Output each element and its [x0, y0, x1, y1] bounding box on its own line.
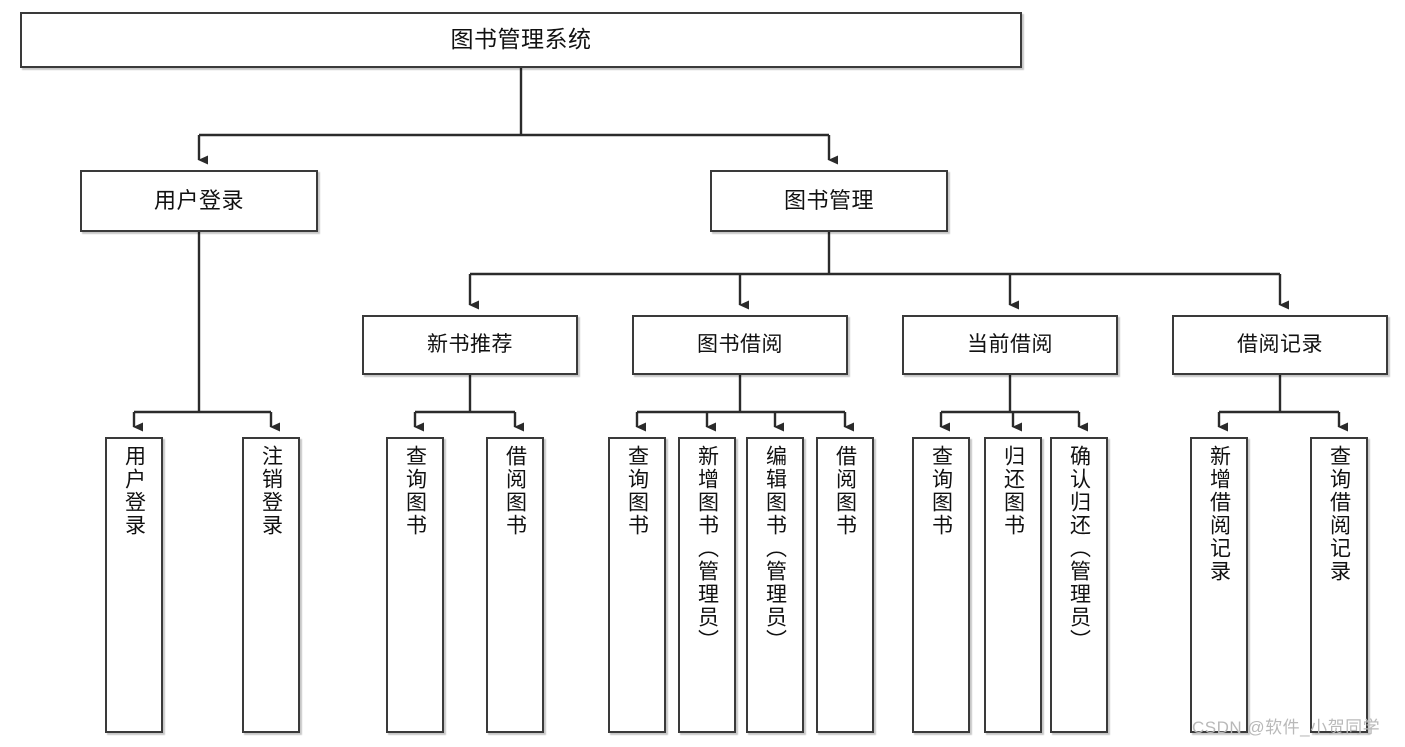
node-label: 查询借阅记录	[1327, 445, 1351, 583]
node-label: 借阅图书	[503, 445, 527, 537]
watermark-text: CSDN @软件_小贺同学	[1192, 718, 1381, 737]
leaf-query-book-cur[interactable]: 查询图书	[912, 437, 970, 733]
leaf-borrow-book-rec[interactable]: 借阅图书	[486, 437, 544, 733]
leaf-add-book-admin[interactable]: 新增图书（管理员）	[678, 437, 736, 733]
node-label: 借阅图书	[833, 445, 857, 537]
node-label: 借阅记录	[1237, 333, 1323, 357]
leaf-user-login[interactable]: 用户登录	[105, 437, 163, 733]
leaf-add-borrow-record[interactable]: 新增借阅记录	[1190, 437, 1248, 733]
node-label: 查询图书	[929, 445, 953, 537]
node-label: 编辑图书（管理员）	[763, 445, 787, 652]
node-root[interactable]: 图书管理系统	[20, 12, 1022, 68]
leaf-edit-book-admin[interactable]: 编辑图书（管理员）	[746, 437, 804, 733]
node-current-borrow[interactable]: 当前借阅	[902, 315, 1118, 375]
node-book-borrow[interactable]: 图书借阅	[632, 315, 848, 375]
node-label: 用户登录	[122, 445, 146, 537]
node-user-login[interactable]: 用户登录	[80, 170, 318, 232]
leaf-logout[interactable]: 注销登录	[242, 437, 300, 733]
node-label: 图书借阅	[697, 333, 783, 357]
node-label: 用户登录	[153, 187, 244, 213]
node-label: 查询图书	[403, 445, 427, 537]
node-label: 新增借阅记录	[1207, 445, 1231, 583]
node-label: 归还图书	[1001, 445, 1025, 537]
leaf-query-borrow-record[interactable]: 查询借阅记录	[1310, 437, 1368, 733]
node-label: 新书推荐	[427, 333, 513, 357]
node-label: 查询图书	[625, 445, 649, 537]
leaf-confirm-return[interactable]: 确认归还（管理员）	[1050, 437, 1108, 733]
node-borrow-record[interactable]: 借阅记录	[1172, 315, 1388, 375]
node-label: 当前借阅	[967, 333, 1053, 357]
node-label: 确认归还（管理员）	[1067, 445, 1091, 652]
leaf-query-book-bor[interactable]: 查询图书	[608, 437, 666, 733]
node-book-manage[interactable]: 图书管理	[710, 170, 948, 232]
node-label: 图书管理系统	[450, 26, 592, 53]
leaf-borrow-book-bor[interactable]: 借阅图书	[816, 437, 874, 733]
node-label: 新增图书（管理员）	[695, 445, 719, 652]
leaf-return-book[interactable]: 归还图书	[984, 437, 1042, 733]
node-new-book-rec[interactable]: 新书推荐	[362, 315, 578, 375]
node-label: 注销登录	[259, 445, 283, 537]
node-label: 图书管理	[783, 187, 874, 213]
leaf-query-book-rec[interactable]: 查询图书	[386, 437, 444, 733]
